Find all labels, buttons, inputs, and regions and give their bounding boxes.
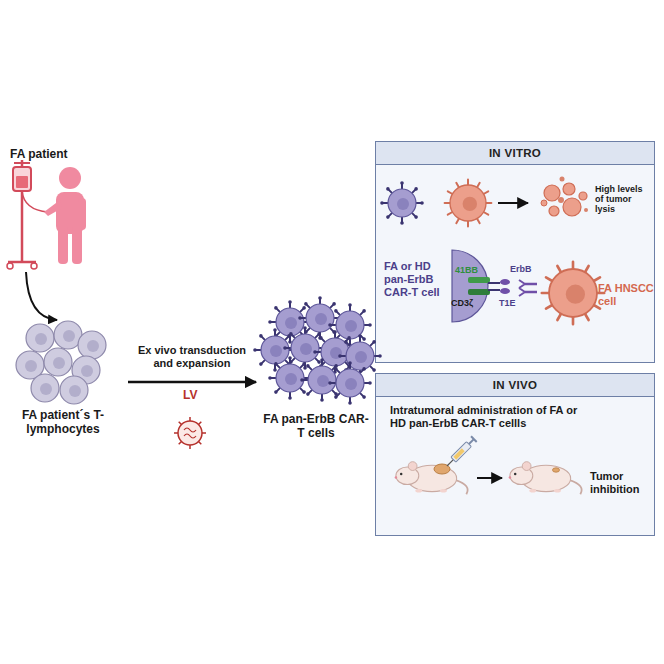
- node-text: FA or HD pan-ErbB CAR-T cell: [384, 260, 448, 299]
- node-text: FA HNSCC cell: [598, 282, 654, 308]
- t-cell-cluster: [16, 321, 106, 404]
- flow-arrow: [26, 272, 57, 320]
- node-text: Tumor inhibition: [590, 470, 652, 496]
- flow-arrow: [128, 381, 256, 384]
- panel-heading: IN VIVO: [376, 374, 654, 397]
- node-text: FA pan-ErbB CAR-T cells: [260, 412, 372, 440]
- car-t-cell-cluster: [253, 296, 382, 405]
- edge-label: Ex vivo transduction and expansion: [133, 344, 251, 370]
- lentivirus-icon: [174, 417, 206, 449]
- vector-label: LV: [183, 389, 207, 402]
- result-panel: IN VIVO Intratumoral administration of FA…: [375, 373, 655, 536]
- panel-heading: IN VITRO: [376, 142, 654, 165]
- node-text: FA patient: [10, 147, 102, 161]
- result-panel: IN VITRO High levels of tumor lysis FA or …: [375, 141, 655, 363]
- cell-group-node: FA patient´s T-lymphocytes: [10, 318, 128, 440]
- tumor-lysis-illustration: [380, 177, 588, 227]
- node-text: High levels of tumor lysis: [595, 184, 653, 214]
- patient-node: FA patient: [6, 143, 106, 270]
- mouse-illustration: [395, 436, 582, 494]
- cell-group-node: FA pan-ErbB CAR-T cells: [256, 300, 378, 443]
- node-text: FA patient´s T-lymphocytes: [10, 408, 116, 436]
- patient-illustration: [7, 160, 86, 269]
- car-receptor-illustration: [452, 250, 604, 324]
- node-text: Intratumoral administration of FA or HD …: [390, 404, 580, 430]
